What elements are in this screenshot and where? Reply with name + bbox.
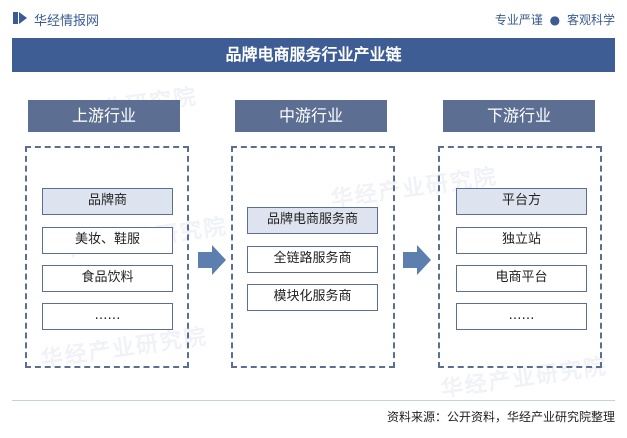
page-title: 品牌电商服务行业产业链 [12,38,615,72]
arrow-right-icon [403,245,431,275]
list-item: 美妆、鞋服 [42,227,173,254]
list-item: 电商平台 [456,265,587,292]
column-box-midstream [231,146,395,368]
list-item: …… [42,303,173,330]
list-item: 全链路服务商 [247,246,378,273]
list-item: 品牌商 [42,188,173,215]
list-item: 模块化服务商 [247,284,378,311]
list-item: 品牌电商服务商 [247,207,378,234]
list-item: 食品饮料 [42,265,173,292]
slogan-separator: ● [549,13,561,27]
logo-icon [13,12,27,24]
top-bar: 华经情报网 专业严谨 ● 客观科学 [0,0,627,36]
arrow-right-icon [198,245,226,275]
list-item: 平台方 [456,188,587,215]
list-item: 独立站 [456,227,587,254]
column-box-upstream [25,146,189,368]
column-heading-downstream: 下游行业 [443,100,595,132]
column-heading-midstream: 中游行业 [235,100,387,132]
column-heading-upstream: 上游行业 [28,100,180,132]
column-box-downstream [438,146,602,368]
logo-text: 华经情报网 [34,14,100,29]
source-note: 资料来源：公开资料，华经产业研究院整理 [386,410,615,424]
list-item: …… [456,303,587,330]
footer-divider [12,400,615,401]
slogan: 专业严谨 ● 客观科学 [495,11,615,28]
slogan-right: 客观科学 [566,13,615,27]
slogan-left: 专业严谨 [494,13,543,27]
footer: 资料来源：公开资料，华经产业研究院整理 [0,400,627,438]
